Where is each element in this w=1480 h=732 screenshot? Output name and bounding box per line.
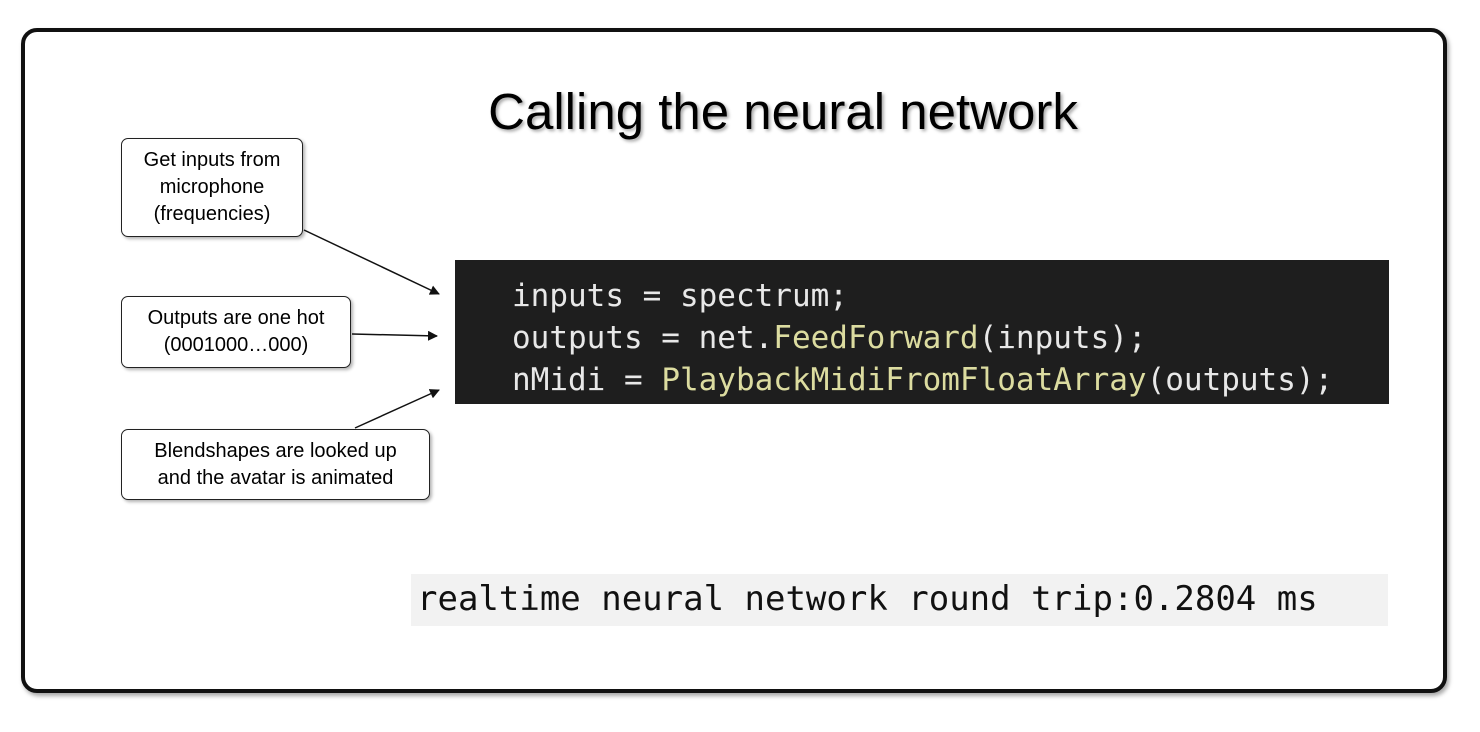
callout-line: (0001000…000) [163, 334, 309, 356]
callout-one-hot-outputs: Outputs are one hot (0001000…000) [121, 296, 351, 368]
callout-line: (frequencies) [153, 203, 271, 225]
callout-blendshapes: Blendshapes are looked up and the avatar… [121, 429, 430, 500]
callout-line: Blendshapes are looked up [154, 439, 397, 462]
round-trip-readout: realtime neural network round trip:0.280… [411, 574, 1388, 626]
callout-line: microphone [159, 176, 265, 198]
code-text: nMidi = [512, 362, 662, 398]
code-text: inputs = spectrum; [512, 278, 848, 314]
code-text: (outputs); [1146, 362, 1334, 398]
code-text: (inputs); [978, 320, 1147, 356]
code-function-name: FeedForward [773, 320, 979, 356]
code-function-name: PlaybackMidiFromFloatArray [661, 362, 1147, 398]
slide-title: Calling the neural network [488, 83, 1078, 140]
readout-unit: ms [1276, 579, 1318, 619]
callout-line: Get inputs from [143, 149, 281, 171]
callout-microphone-inputs: Get inputs from microphone (frequencies) [121, 138, 303, 237]
code-line-outputs: outputs = net.FeedForward(inputs); [512, 317, 1389, 359]
code-text: outputs = net. [512, 320, 774, 356]
code-line-nmidi: nMidi = PlaybackMidiFromFloatArray(outpu… [512, 359, 1389, 401]
readout-value: 0.2804 [1133, 579, 1257, 619]
code-snippet: inputs = spectrum;outputs = net.FeedForw… [455, 260, 1389, 404]
callout-line: and the avatar is animated [157, 466, 394, 489]
code-line-inputs: inputs = spectrum; [512, 275, 1389, 317]
readout-label: realtime neural network round trip: [417, 579, 1134, 619]
callout-line: Outputs are one hot [147, 307, 325, 329]
